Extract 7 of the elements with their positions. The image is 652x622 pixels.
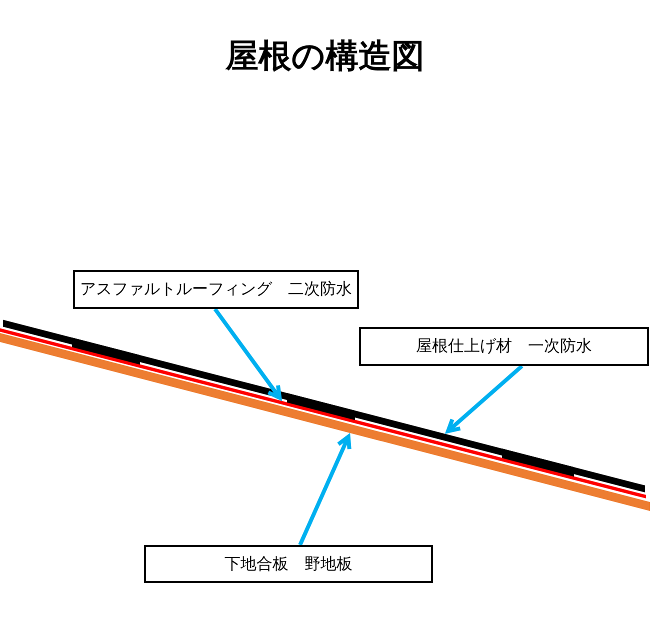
- callout-box: 屋根仕上げ材 一次防水: [359, 327, 649, 366]
- leader-arrow: [446, 364, 524, 434]
- callout-box: 下地合板 野地板: [144, 545, 433, 583]
- leader-arrow: [298, 434, 352, 546]
- leader-arrow: [213, 308, 282, 400]
- callout-box: アスファルトルーフィング 二次防水: [73, 270, 359, 309]
- diagram-title: 屋根の構造図: [226, 38, 424, 74]
